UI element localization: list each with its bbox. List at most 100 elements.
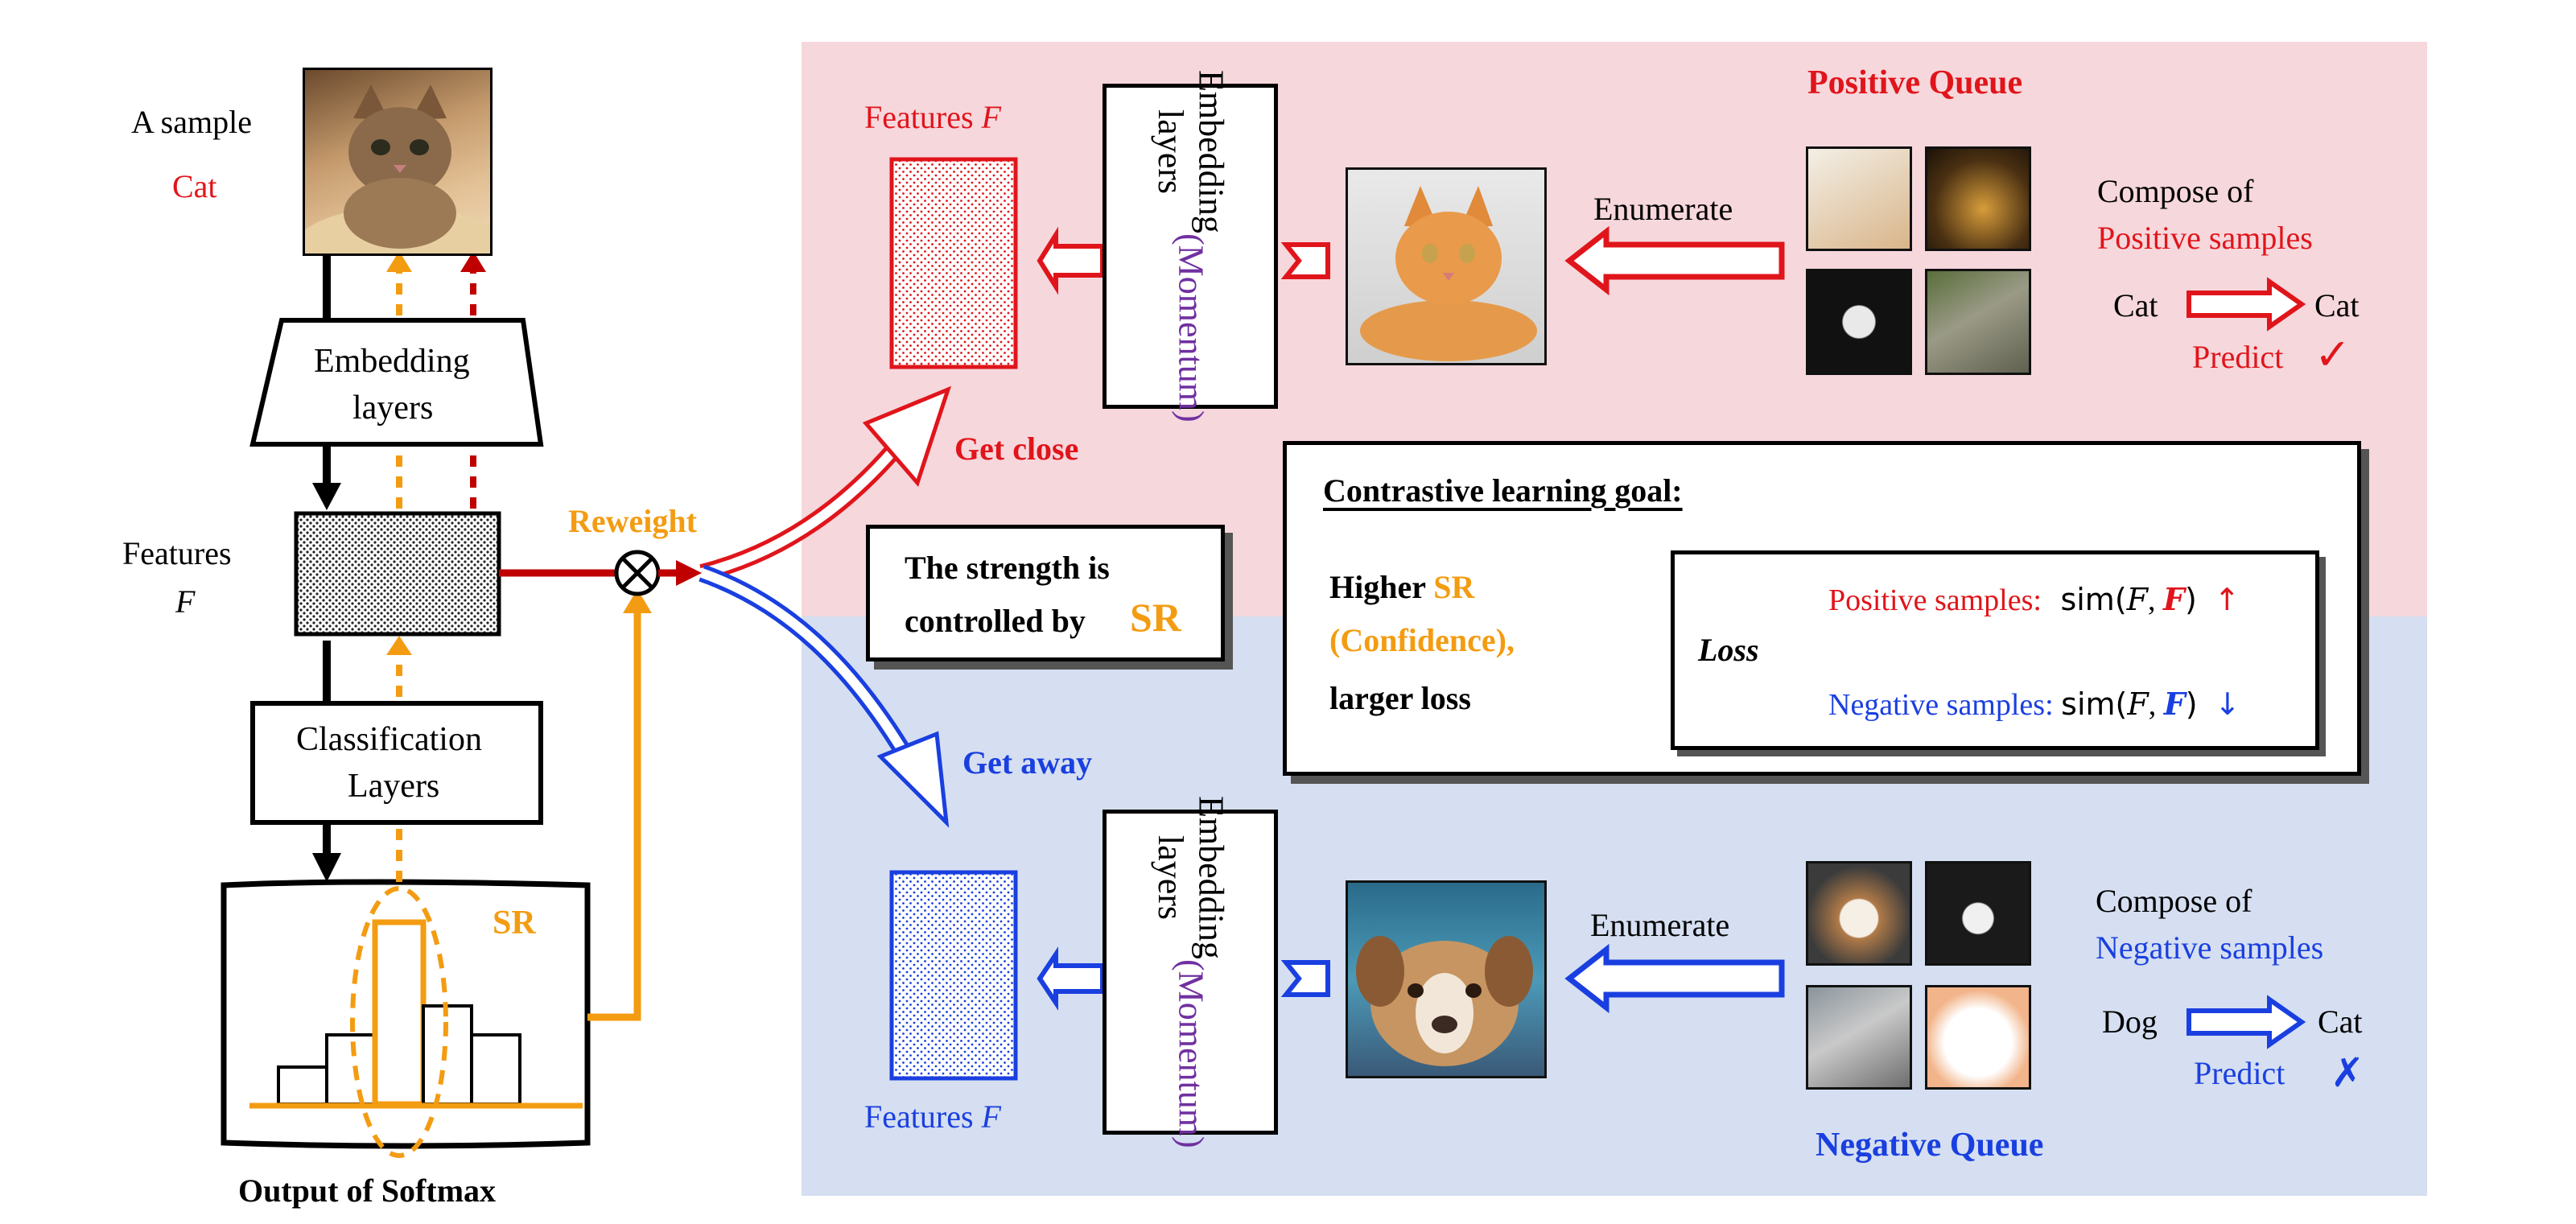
goal-title: Contrastive learning goal: [1323, 472, 1683, 509]
strength-line2: controlled by [905, 603, 1086, 639]
classification-label-1: Classification [296, 721, 482, 758]
cat-illustration [305, 84, 490, 253]
neg-predict-arrow [2187, 995, 2306, 1049]
sample-class: Cat [172, 168, 217, 204]
negative-sample-3 [1806, 985, 1912, 1090]
positive-features-symbol: F [981, 99, 1001, 135]
strength-box [866, 525, 1225, 661]
positive-predict-mark: ✓ [2314, 329, 2351, 380]
get-away-label: Get away [962, 744, 1093, 781]
softmax-bar-max [372, 919, 427, 1107]
negative-predict-mark: ✗ [2331, 1049, 2364, 1096]
negative-queue-title: Negative Queue [1816, 1127, 2044, 1164]
sample-label: A sample [131, 104, 252, 140]
pos-sim-F2: F [2163, 581, 2186, 617]
positive-enumerate-label: Enumerate [1593, 191, 1733, 227]
negative-query-dog-image [1346, 880, 1547, 1078]
pos-sim-suffix: ) [2185, 582, 2197, 617]
softmax-caption: Output of Softmax [238, 1172, 497, 1209]
pos-arrow-to-embedding [1280, 242, 1330, 279]
embedding-layers-trapezoid [249, 318, 544, 447]
sr-label: SR [493, 905, 536, 942]
pos-up-arrow: ↑ [2214, 582, 2240, 617]
pos-sim-F: F [2126, 582, 2149, 617]
features-box [294, 511, 501, 637]
positive-embedding-box [1103, 84, 1278, 409]
negative-predict-label: Predict [2194, 1055, 2285, 1091]
positive-sample-4 [1925, 269, 2031, 375]
negative-embedding-text: Embedding layers [1151, 796, 1231, 960]
strength-line1: The strength is [905, 550, 1110, 586]
embedding-label-1: Embedding [314, 343, 470, 380]
strength-sr: SR [1130, 595, 1181, 640]
loss-label: Loss [1698, 632, 1759, 668]
sample-cat-image [303, 68, 493, 256]
softmax-bar-5 [470, 1033, 521, 1106]
sr-feedback-line [587, 612, 641, 1021]
negative-enumerate-label: Enumerate [1590, 907, 1730, 943]
pos-arrow-to-features [1037, 226, 1105, 295]
positive-predict-label: Predict [2192, 339, 2284, 375]
negative-sample-1 [1806, 861, 1912, 966]
softmax-bar-4 [422, 1004, 473, 1106]
pos-loss-row: Positive samples: sim(F, F) ↑ [1828, 584, 2240, 616]
negative-momentum-text: (Momentum) [1171, 959, 1211, 1148]
embedding-label-2: layers [352, 389, 434, 427]
neg-sim-F: F [2127, 686, 2149, 722]
negative-compose-label: Compose of [2096, 883, 2252, 919]
negative-from-class: Dog [2102, 1004, 2158, 1040]
negative-sample-4 [1925, 985, 2031, 1090]
pos-enumerate-arrow [1564, 225, 1785, 296]
neg-loss-label: Negative samples: [1828, 688, 2054, 722]
classification-layers-box [250, 701, 543, 825]
negative-embedding-box [1103, 810, 1278, 1135]
goal-higher-line: Higher SR [1329, 571, 1474, 604]
neg-down-arrow: ↓ [2215, 686, 2240, 722]
arrow-to-softmax [312, 853, 341, 882]
negative-features-symbol: F [981, 1098, 1001, 1135]
positive-embedding-text: Embedding layers [1151, 70, 1231, 234]
positive-embedding-label: Embedding layers (Momentum) [1103, 70, 1278, 422]
get-close-label: Get close [954, 431, 1079, 467]
positive-queue-title: Positive Queue [1807, 64, 2023, 101]
goal-larger-loss: larger loss [1329, 680, 1471, 716]
positive-query-cat-image [1346, 167, 1547, 365]
goal-confidence: (Confidence), [1329, 622, 1515, 658]
positive-features-text: Features [864, 99, 974, 135]
neg-sim-F2: F [2163, 686, 2186, 722]
positive-sample-1 [1806, 146, 1912, 251]
positive-features-box [889, 157, 1018, 369]
neg-loss-row: Negative samples: sim(F, F) ↓ [1828, 686, 2240, 722]
neg-sim-comma: , [2148, 688, 2157, 722]
negative-features-text: Features [864, 1098, 974, 1135]
negative-compose-samples: Negative samples [2096, 929, 2324, 966]
positive-features-label: Features F [864, 101, 1001, 134]
negative-features-box [889, 870, 1018, 1081]
negative-sample-2 [1925, 861, 2031, 966]
pos-sim-comma: , [2148, 583, 2156, 617]
softmax-bar-1 [277, 1065, 328, 1106]
neg-sim-suffix: ) [2185, 686, 2198, 722]
negative-to-class: Cat [2318, 1004, 2363, 1040]
features-symbol: F [175, 583, 196, 620]
positive-sample-3 [1806, 269, 1912, 375]
positive-from-class: Cat [2113, 287, 2158, 324]
positive-sample-2 [1925, 146, 2031, 251]
positive-momentum-text: (Momentum) [1171, 233, 1211, 422]
positive-to-class: Cat [2314, 287, 2360, 324]
classification-label-2: Layers [348, 768, 440, 805]
pos-predict-arrow [2187, 277, 2306, 332]
neg-sim-prefix: sim( [2061, 686, 2128, 722]
loss-box [1671, 550, 2319, 750]
neg-arrow-to-features [1037, 946, 1105, 1011]
goal-higher: Higher [1329, 569, 1426, 605]
positive-compose-samples: Positive samples [2097, 220, 2313, 256]
pos-sim-prefix: sim( [2060, 582, 2127, 617]
goal-sr: SR [1433, 569, 1475, 605]
pos-loss-label: Positive samples: [1828, 583, 2042, 617]
sr-ellipse [350, 886, 448, 1158]
neg-enumerate-arrow [1564, 943, 1785, 1014]
features-label: Features [122, 535, 232, 571]
positive-compose-label: Compose of [2097, 173, 2254, 209]
